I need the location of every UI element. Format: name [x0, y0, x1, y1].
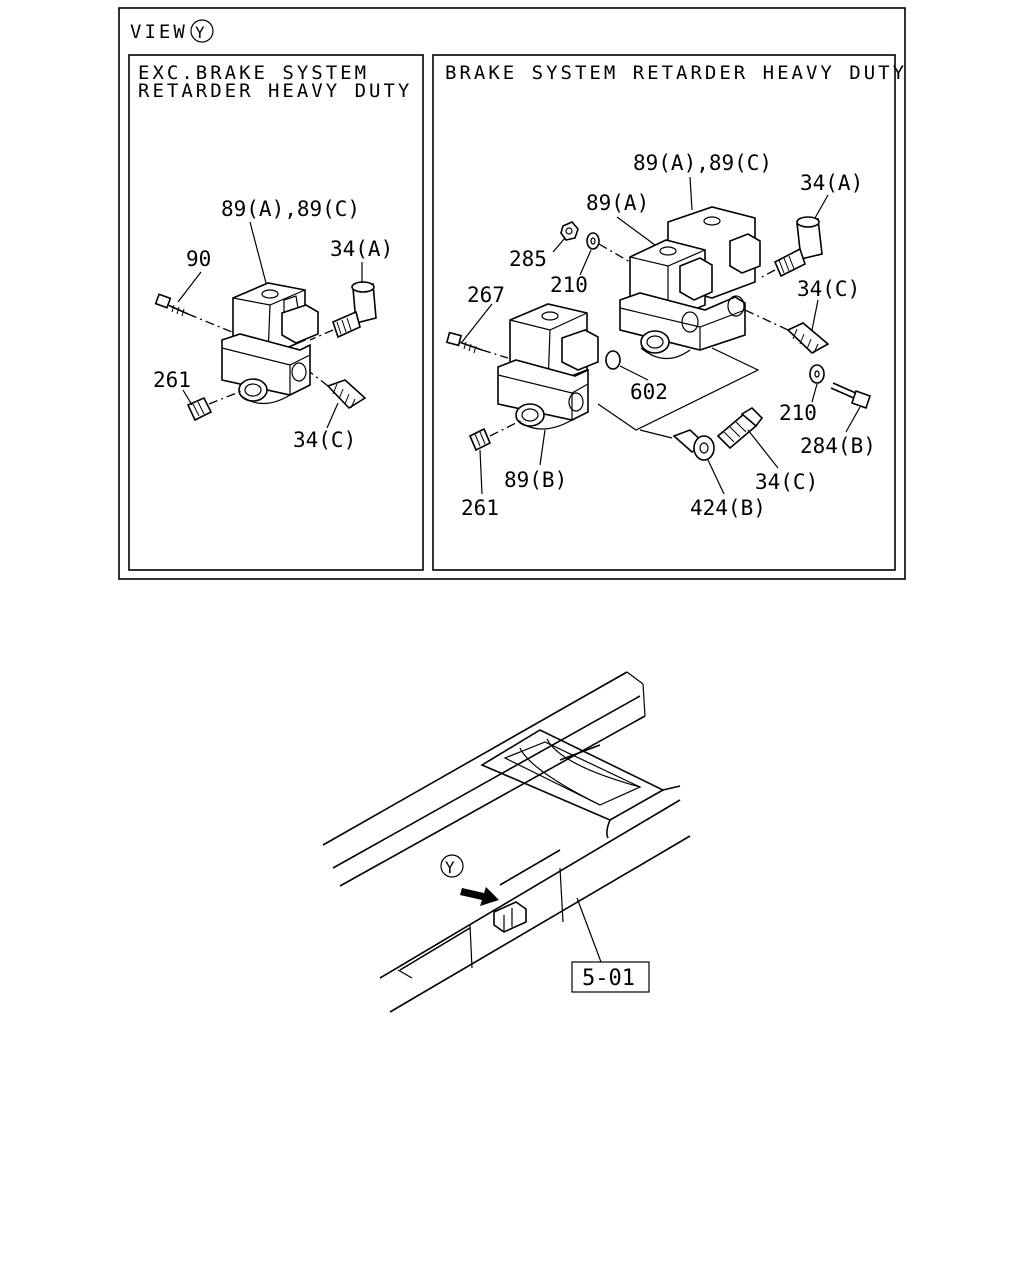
right-label-plug: 261 [461, 496, 499, 520]
view-marker: Y [195, 23, 205, 42]
right-bolt-284b [830, 382, 872, 410]
right-label-valve-bottom: 89(B) [504, 468, 567, 492]
right-label-elbow-top: 34(A) [800, 171, 863, 195]
left-label-fitting: 34(C) [293, 428, 356, 452]
chassis-valve-location [493, 901, 527, 933]
right-label-oring: 602 [630, 380, 668, 404]
right-label-bolt-267: 267 [467, 283, 505, 307]
right-label-valve-mid: 89(A) [586, 191, 649, 215]
left-label-valve: 89(A),89(C) [221, 197, 360, 221]
chassis-marker: Y [445, 858, 455, 877]
view-marker-circle [190, 19, 214, 43]
chassis-frame [322, 671, 691, 1013]
right-plug-261 [468, 419, 523, 452]
right-nut-285 [560, 221, 579, 241]
left-valve-assembly [221, 282, 319, 405]
left-elbow-34a [309, 281, 377, 341]
left-panel-title-2: RETARDER HEAVY DUTY [138, 80, 412, 102]
left-label-plug: 261 [153, 368, 191, 392]
right-fitting-34c [744, 309, 830, 354]
right-elbow-424b [672, 429, 715, 461]
left-label-bolt: 90 [186, 247, 211, 271]
left-panel [128, 54, 424, 571]
view-title: VIEW [130, 21, 188, 43]
left-panel-title-1: EXC.BRAKE SYSTEM [138, 62, 369, 84]
right-label-nut: 285 [509, 247, 547, 271]
right-washer-210-bottom [809, 364, 825, 384]
reference-label: 5-01 [582, 966, 635, 991]
reference-box [571, 961, 650, 993]
left-fitting-34c [309, 371, 367, 410]
right-oring-602 [605, 350, 621, 370]
right-panel-title: BRAKE SYSTEM RETARDER HEAVY DUTY [445, 62, 907, 84]
right-panel [432, 54, 896, 571]
left-label-elbow: 34(A) [330, 237, 393, 261]
right-bolt-267 [445, 331, 509, 359]
right-fitting-34c-bottom [716, 406, 764, 450]
right-label-washer-bottom: 210 [779, 401, 817, 425]
right-elbow-34a [759, 216, 823, 279]
right-label-bolt-284: 284(B) [800, 434, 876, 458]
view-direction-arrow [460, 887, 499, 906]
right-label-elbow-bottom: 424(B) [690, 496, 766, 520]
right-upper-valves [619, 206, 761, 360]
right-label-washer-top: 210 [550, 273, 588, 297]
left-bolt-90 [154, 293, 233, 333]
right-label-fitting-right: 34(C) [797, 277, 860, 301]
left-plug-261 [186, 389, 245, 422]
chassis-marker-circle [440, 854, 464, 878]
right-washer-210-top [586, 232, 631, 263]
view-frame [118, 7, 906, 580]
right-lower-valve [497, 303, 599, 430]
right-label-fitting-bottom: 34(C) [755, 470, 818, 494]
right-label-valve-top: 89(A),89(C) [633, 151, 772, 175]
